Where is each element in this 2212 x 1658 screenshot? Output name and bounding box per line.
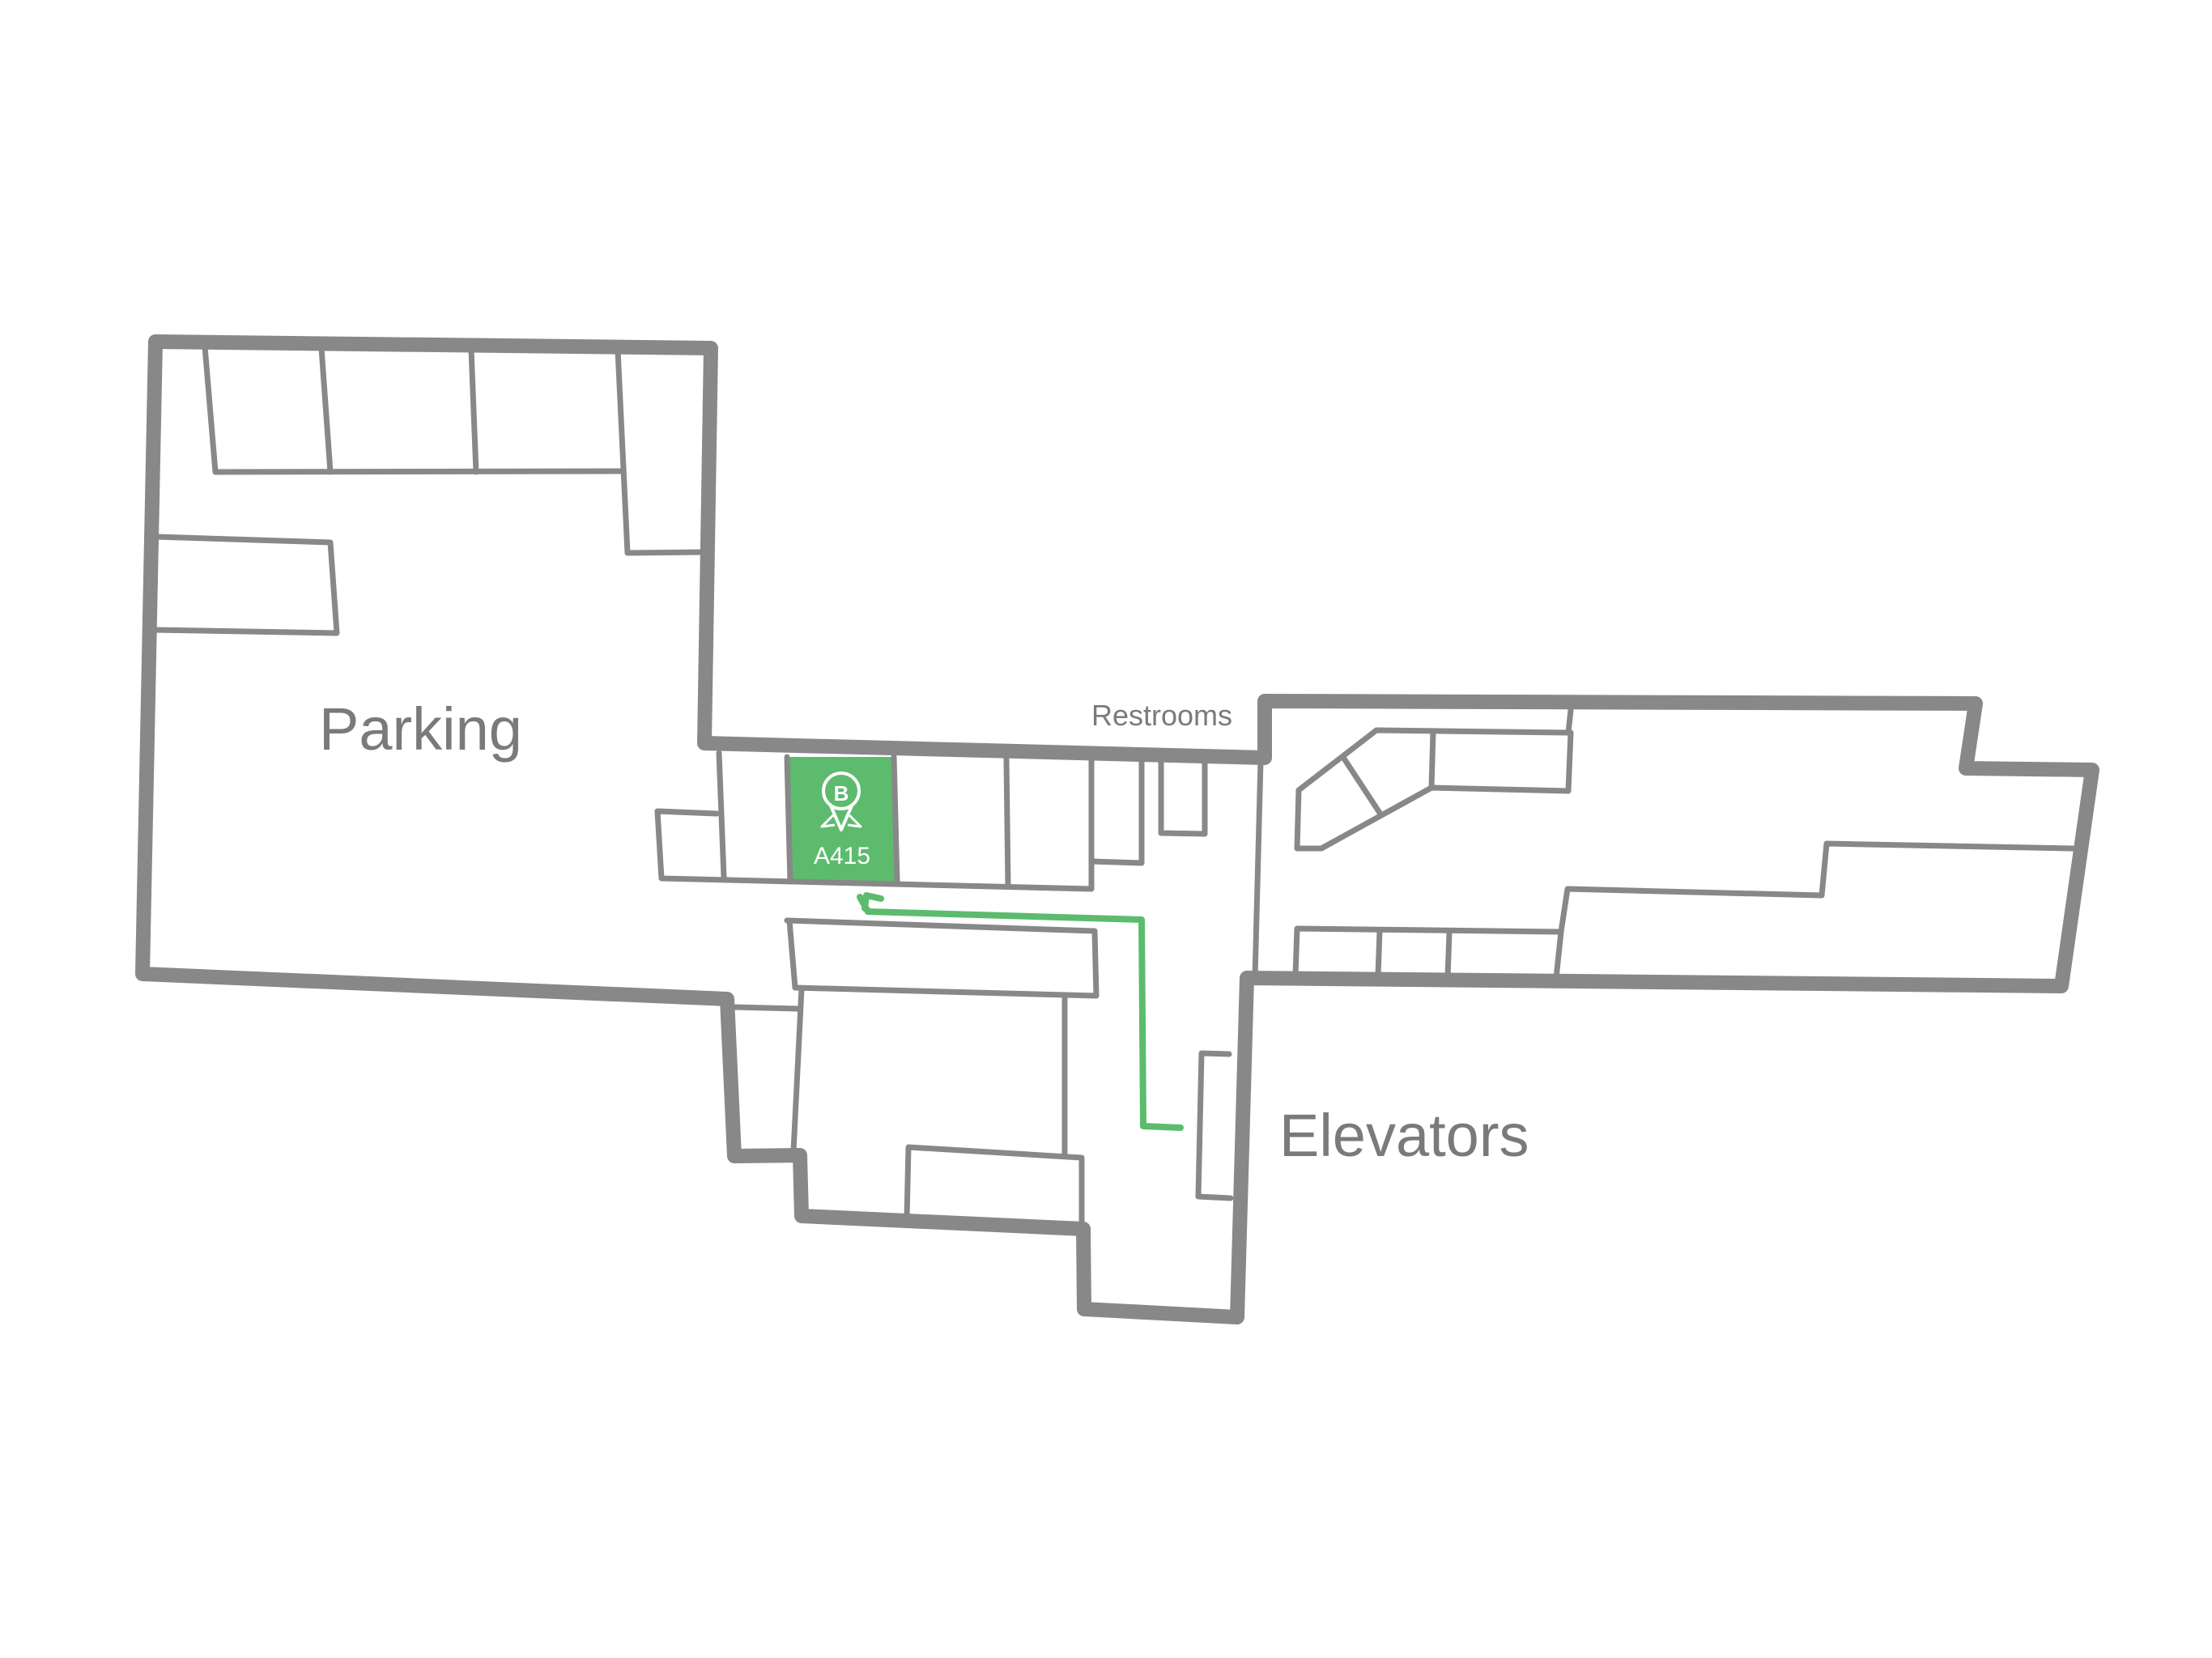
inner-walls-lower [730,917,1234,1227]
outer-wall [135,334,2099,1324]
route-path [857,894,1184,1131]
inner-walls-corridor [654,750,1264,981]
label-restrooms: Restrooms [1091,699,1232,732]
map-pin-badge-icon[interactable]: B [820,772,862,831]
inner-walls-parking [149,343,706,636]
label-parking: Parking [319,695,522,763]
inner-walls-right [1292,707,2076,981]
room-a415-highlight[interactable] [787,757,897,882]
label-elevators: Elevators [1279,1102,1529,1169]
marker-letter: B [834,781,849,806]
room-label-a415: A415 [814,843,870,869]
route-arrowhead [861,892,884,912]
